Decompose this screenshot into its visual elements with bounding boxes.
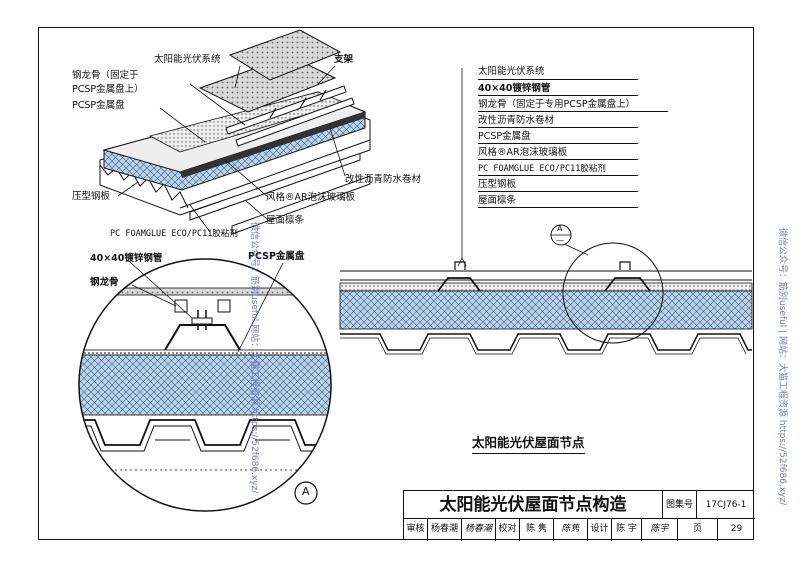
review-label: 审核	[404, 519, 428, 541]
atlas-number: 17CJ76-1	[697, 491, 755, 519]
label-keel-detail: 钢龙骨	[90, 277, 119, 288]
design-signature: 陈宇	[642, 519, 678, 541]
section-legend: 太阳能光伏系统 40×40镀锌钢管 钢龙骨（固定于专用PCSP金属盘上） 改性沥…	[462, 66, 668, 208]
detail-tag-letter: A	[302, 485, 310, 498]
label-foamglas: 风格®AR泡沫玻璃板	[266, 192, 356, 203]
label-pcsp-pan-detail: PCSP金属盘	[248, 251, 305, 262]
label-bitumen: 改性沥青防水卷材	[345, 174, 422, 185]
check-label: 校对	[496, 519, 520, 541]
label-support: 支架	[334, 54, 354, 65]
section-mark-top: A	[557, 224, 563, 233]
label-steel-tube: 40×40镀锌钢管	[90, 253, 163, 264]
roof-section	[339, 68, 753, 355]
main-title: 太阳能光伏屋面节点构造	[404, 491, 663, 519]
label-deck: 压型钢板	[72, 191, 111, 202]
label-keel-line1: 钢龙骨（固定于	[72, 70, 139, 81]
check-name: 陈 隽	[520, 519, 554, 541]
label-glue: PC FOAMGLUE ECO/PC11胶粘剂	[110, 229, 238, 239]
legend-item: 改性沥青防水卷材	[478, 115, 638, 128]
label-keel-line2: PCSP金属盘上）	[72, 84, 144, 95]
legend-item: 风格®AR泡沫玻璃板	[478, 147, 638, 160]
section-mark-bottom: —	[556, 236, 564, 245]
check-signature: 陈隽	[554, 519, 588, 541]
review-name: 杨春潮	[428, 519, 462, 541]
legend-item: 钢龙骨（固定于专用PCSP金属盘上）	[478, 99, 668, 112]
isometric-roof-assembly	[99, 29, 371, 235]
legend-item: 太阳能光伏系统	[478, 66, 638, 80]
label-purlin: 屋面檩条	[266, 215, 305, 226]
design-name: 陈 宇	[612, 519, 642, 541]
atlas-label: 图集号	[663, 491, 697, 519]
legend-item: 屋面檩条	[478, 195, 638, 208]
watermark-center: 微信公众号：筋别useful 网站：大猫工程资源 https://52f686.…	[249, 222, 259, 494]
label-pcsp-pan: PCSP金属盘	[72, 100, 125, 111]
iso-leader-lines	[117, 65, 346, 233]
watermark-right: 微信公众号：筋别useful | 网站：大猫工程资源 https://52f68…	[777, 228, 787, 506]
section-title: 太阳能光伏屋面节点	[472, 432, 585, 454]
review-signature: 杨春潮	[462, 519, 496, 541]
legend-item: 40×40镀锌钢管	[478, 83, 638, 96]
drawing-frame	[38, 27, 754, 540]
page-label: 页	[678, 519, 718, 541]
title-block: 太阳能光伏屋面节点构造 图集号 17CJ76-1 审核 杨春潮 杨春潮 校对 陈…	[403, 490, 755, 541]
detail-tag-circle	[294, 481, 318, 505]
label-pv-system: 太阳能光伏系统	[154, 54, 221, 65]
legend-item: PCSP金属盘	[478, 131, 638, 144]
page-number: 29	[730, 524, 743, 534]
legend-item: PC FOAMGLUE ECO/PC11胶粘剂	[478, 163, 638, 176]
detail-circle-a	[78, 258, 332, 512]
design-label: 设计	[588, 519, 612, 541]
legend-item: 压型钢板	[478, 179, 638, 192]
